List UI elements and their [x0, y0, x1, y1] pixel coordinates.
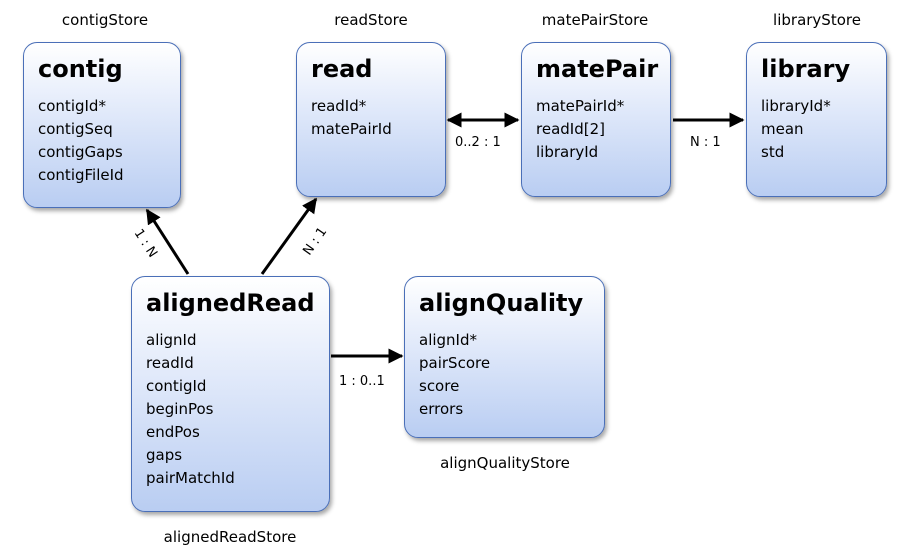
entity-field: readId*: [311, 97, 367, 115]
entity-field: pairScore: [419, 354, 491, 372]
alignquality-entity-title: alignQuality: [419, 289, 584, 317]
entity-field: contigId: [146, 377, 207, 395]
contig-entity-title: contig: [38, 55, 123, 83]
alignedread-store-label: alignedReadStore: [163, 528, 297, 546]
alignquality-entity: alignQuality alignId* pairScore score er…: [404, 276, 605, 438]
library-store-label: libraryStore: [773, 11, 861, 29]
entity-field: matePairId: [311, 120, 392, 138]
entity-field: matePairId*: [536, 97, 625, 115]
matepair-store-label: matePairStore: [541, 11, 649, 29]
cardinality-read-matepair: 0..2 : 1: [455, 135, 501, 150]
entity-field: readId: [146, 354, 194, 372]
entity-field: contigGaps: [38, 143, 123, 161]
arrow-alignedread-to-read: [260, 197, 318, 275]
entity-field: libraryId: [536, 143, 599, 161]
read-entity-title: read: [311, 55, 373, 83]
alignedread-entity-title: alignedRead: [146, 289, 315, 317]
entity-field: gaps: [146, 446, 183, 464]
entity-field: endPos: [146, 423, 200, 441]
entity-field: beginPos: [146, 400, 214, 418]
entity-field: alignId*: [419, 331, 478, 349]
contig-store-label: contigStore: [61, 11, 149, 29]
matepair-entity: matePair matePairId* readId[2] libraryId: [521, 42, 671, 197]
alignquality-store-label: alignQualityStore: [440, 454, 570, 472]
entity-field: alignId: [146, 331, 197, 349]
entity-field: libraryId*: [761, 97, 831, 115]
library-entity: library libraryId* mean std: [746, 42, 887, 197]
entity-field: std: [761, 143, 785, 161]
entity-field: contigFileId: [38, 166, 124, 184]
read-entity: read readId* matePairId: [296, 42, 446, 197]
entity-field: errors: [419, 400, 464, 418]
entity-field: mean: [761, 120, 804, 138]
entity-field: score: [419, 377, 460, 395]
read-store-label: readStore: [334, 11, 408, 29]
entity-field: contigSeq: [38, 120, 113, 138]
cardinality-alignedread-alignquality: 1 : 0..1: [339, 374, 385, 389]
library-entity-title: library: [761, 55, 851, 83]
contig-entity: contig contigId* contigSeq contigGaps co…: [23, 42, 181, 208]
alignedread-entity: alignedRead alignId readId contigId begi…: [131, 276, 330, 512]
entity-field: pairMatchId: [146, 469, 235, 487]
entity-field: readId[2]: [536, 120, 605, 138]
cardinality-matepair-library: N : 1: [690, 135, 721, 150]
arrow-alignedread-to-contig: [145, 208, 190, 275]
matepair-entity-title: matePair: [536, 55, 659, 83]
entity-field: contigId*: [38, 97, 106, 115]
